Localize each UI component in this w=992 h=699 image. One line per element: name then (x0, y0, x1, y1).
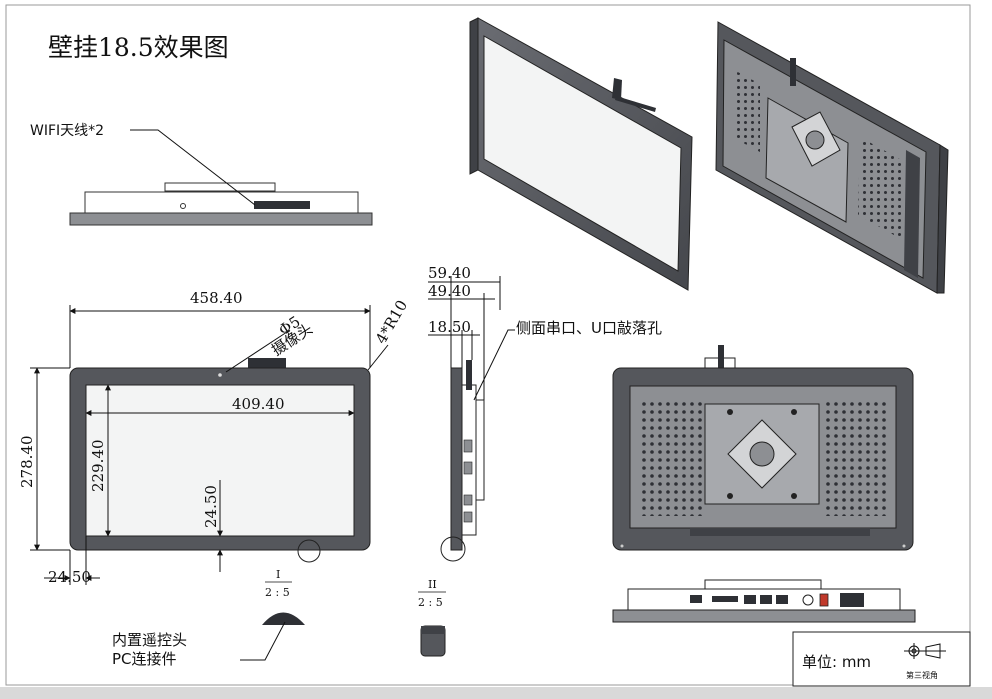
perspective-rear (715, 21, 949, 294)
unit-label: 单位: mm (802, 653, 871, 671)
side-dimensions (428, 276, 515, 401)
remote-leader (240, 621, 286, 661)
pc-connector-label: PC连接件 (112, 650, 177, 668)
dim-view-height: 229.40 (89, 440, 107, 493)
rear-view (612, 345, 914, 551)
bottom-view (612, 579, 916, 623)
top-view (69, 182, 373, 226)
detail-2-scale: 2 : 5 (418, 596, 443, 609)
side-ports-label: 侧面串口、U口敲落孔 (516, 319, 662, 337)
front-dimensions (30, 305, 389, 585)
wifi-antenna-label: WIFI天线*2 (30, 123, 104, 139)
perspective-front (469, 17, 693, 291)
side-dim-59: 59.40 (428, 264, 471, 282)
side-dim-18: 18.50 (428, 318, 471, 336)
bottom-bar (0, 687, 992, 699)
detail-1: I 2 : 5 (262, 568, 305, 625)
drawing-title: 壁挂18.5效果图 (48, 33, 229, 62)
detail-2: II 2 : 5 (418, 578, 446, 657)
side-view (440, 360, 485, 562)
title-block: 单位: mm 第三视角 (792, 631, 971, 687)
dim-left-gap: 24.50 (48, 568, 91, 586)
detail-1-id: I (276, 568, 280, 581)
corner-radius: 4*R10 (372, 297, 411, 347)
dim-bottom-gap: 24.50 (202, 485, 220, 528)
dim-height: 278.40 (18, 436, 36, 489)
projection-label: 第三视角 (906, 670, 938, 680)
dim-width: 458.40 (190, 289, 243, 307)
side-dim-49: 49.40 (428, 282, 471, 300)
sheet-border (5, 4, 971, 686)
projection-symbol (904, 643, 946, 659)
detail-2-id: II (428, 578, 437, 591)
dim-view-width: 409.40 (232, 395, 285, 413)
remote-label: 内置遥控头 (112, 631, 187, 649)
wifi-leader (130, 129, 256, 206)
detail-1-scale: 2 : 5 (265, 586, 290, 599)
